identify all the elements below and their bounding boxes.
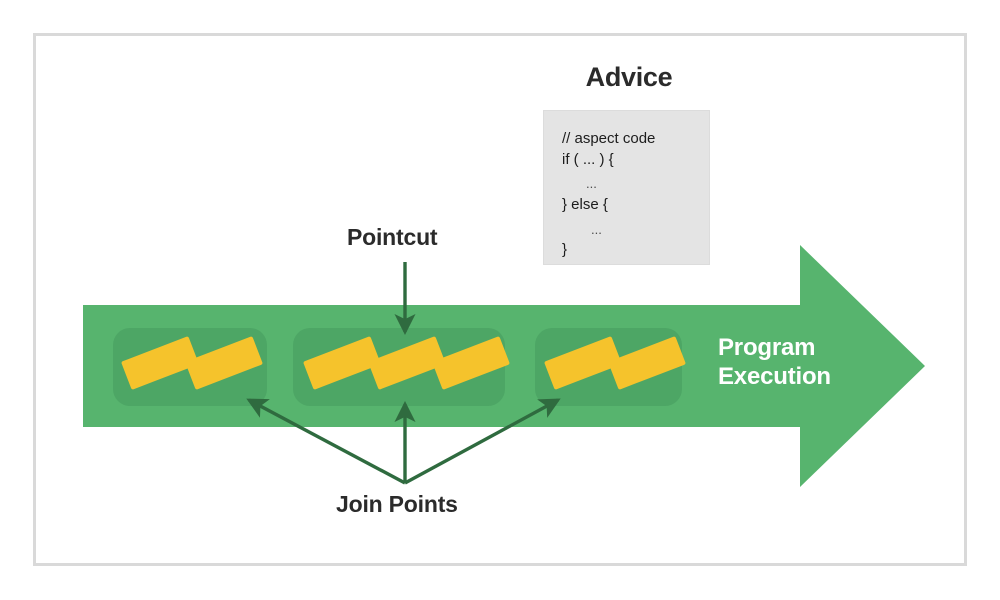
join-point-bar xyxy=(185,336,263,390)
code-line-if: if ( ... ) { xyxy=(562,151,614,168)
join-point-bar xyxy=(368,336,446,390)
joinpoints-arrow-right xyxy=(404,398,561,485)
program-execution-line-2: Execution xyxy=(718,363,831,391)
join-points-label: Join Points xyxy=(336,491,458,517)
pointcut-label: Pointcut xyxy=(347,224,438,250)
advice-title: Advice xyxy=(585,62,673,92)
join-point-bar xyxy=(303,336,381,390)
code-line-ellipsis-2: ... xyxy=(591,222,602,237)
advice-block: Advice // aspect code if ( ... ) { ... }… xyxy=(520,62,750,265)
join-point-bar xyxy=(608,336,686,390)
code-line-comment: // aspect code xyxy=(562,130,656,147)
join-point-bar xyxy=(544,336,622,390)
join-point-bar xyxy=(432,336,510,390)
code-line-ellipsis-1: ... xyxy=(586,176,597,191)
join-point-bar xyxy=(121,336,199,390)
joinpoints-arrow-left xyxy=(246,398,406,485)
code-line-else: } else { xyxy=(562,196,608,213)
program-execution-line-1: Program xyxy=(718,334,816,361)
code-line-close-brace: } xyxy=(562,241,568,258)
advice-code-box: // aspect code if ( ... ) { ... } else {… xyxy=(543,110,710,265)
program-execution-label: Program Execution xyxy=(718,333,878,392)
